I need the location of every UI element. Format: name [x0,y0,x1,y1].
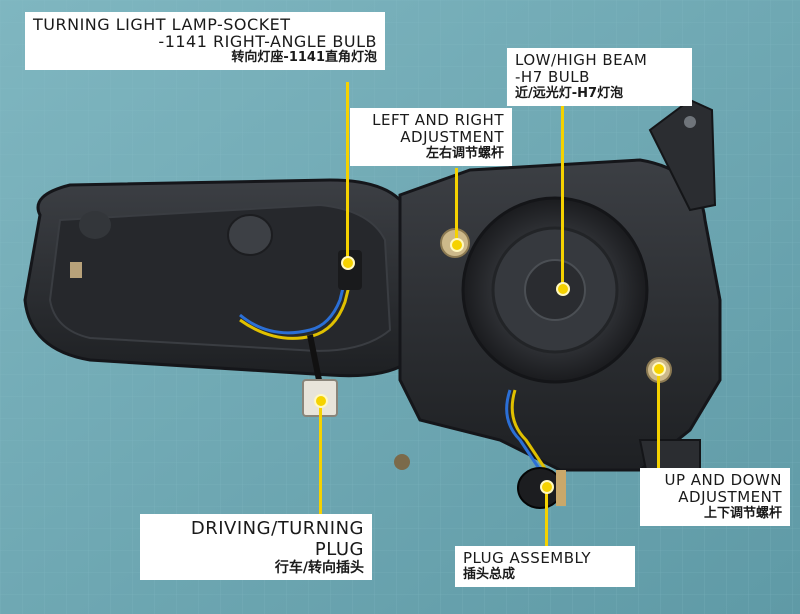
plug-assembly-dot [540,480,554,494]
turning-leader [346,82,349,262]
up-down-title: UP AND DOWN [664,471,782,489]
left-right-cn: 左右调节螺杆 [425,146,504,161]
turning-dot [341,256,355,270]
left-right-leader [455,168,458,248]
up-down-leader [657,372,660,470]
plug-assembly-title: PLUG ASSEMBLY [463,549,592,567]
driving-plug-subtitle: PLUG [314,539,364,560]
beam-label: LOW/HIGH BEAM -H7 BULB 近/远光灯-H7灯泡 [507,48,692,106]
turning-light-cn: 转向灯座-1141直角灯泡 [231,50,377,65]
driving-plug-label: DRIVING/TURNING PLUG 行车/转向插头 [140,514,372,580]
left-right-title: LEFT AND RIGHT [372,111,504,129]
beam-leader [561,105,564,288]
plug-assembly-cn: 插头总成 [463,567,516,582]
beam-dot [556,282,570,296]
driving-leader [319,400,322,515]
up-down-cn: 上下调节螺杆 [703,506,782,521]
plug-assembly-leader [545,488,548,548]
driving-dot [314,394,328,408]
beam-title: LOW/HIGH BEAM [515,51,648,69]
up-down-dot [652,362,666,376]
driving-plug-title: DRIVING/TURNING [190,518,364,539]
left-right-dot [450,238,464,252]
left-right-subtitle: ADJUSTMENT [400,128,504,146]
plug-assembly-label: PLUG ASSEMBLY 插头总成 [455,546,635,587]
beam-cn: 近/远光灯-H7灯泡 [515,86,624,101]
left-right-label: LEFT AND RIGHT ADJUSTMENT 左右调节螺杆 [350,108,512,166]
up-down-subtitle: ADJUSTMENT [678,488,782,506]
turning-light-label: TURNING LIGHT LAMP-SOCKET -1141 RIGHT-AN… [25,12,385,70]
turning-light-title: TURNING LIGHT LAMP-SOCKET [33,15,291,34]
beam-subtitle: -H7 BULB [515,68,590,86]
up-down-label: UP AND DOWN ADJUSTMENT 上下调节螺杆 [640,468,790,526]
turning-light-subtitle: -1141 RIGHT-ANGLE BULB [158,32,377,51]
driving-plug-cn: 行车/转向插头 [274,560,364,576]
